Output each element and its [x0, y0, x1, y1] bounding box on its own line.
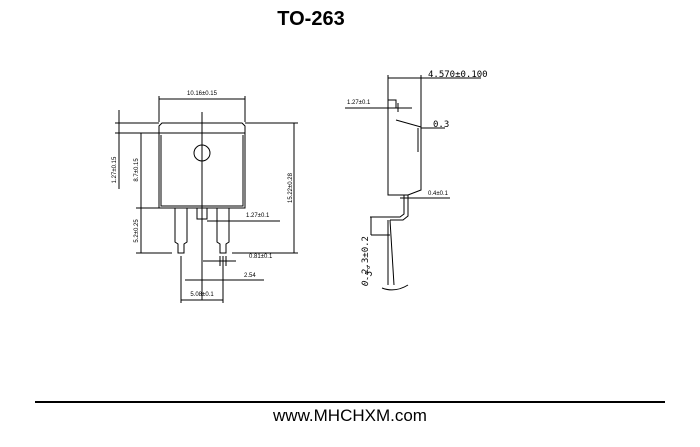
left-lead	[174, 208, 188, 254]
dim-width	[158, 96, 246, 122]
label-total-height: 15.22±0.28	[288, 172, 294, 203]
dim-lead-wide	[207, 215, 280, 224]
dim-pitch	[185, 256, 264, 284]
side-view: 4.570±0.100 1.27±0.1 0.3 0.4±0.1 2.3±0.2…	[345, 70, 488, 291]
label-body-height: 8.7±0.15	[134, 158, 140, 182]
label-lead-width: 0.81±0.1	[249, 254, 273, 260]
label-lead-length: 5.2±0.25	[134, 219, 140, 243]
label-standoff: 2.3±0.2	[361, 236, 371, 274]
center-tab	[196, 207, 208, 220]
label-lead-wide: 1.27±0.1	[246, 213, 270, 219]
footer-website: www.MHCHXM.com	[273, 406, 427, 425]
page-title: TO-263	[277, 8, 345, 30]
label-thickness: 4.570±0.100	[428, 70, 488, 80]
dim-thickness	[387, 75, 481, 127]
side-body	[387, 99, 422, 196]
label-span: 5.08±0.1	[190, 292, 214, 298]
label-tab-thickness: 1.27±0.1	[347, 100, 371, 106]
dim-tab-height	[115, 110, 159, 189]
label-width: 10.16±0.15	[187, 91, 218, 97]
dim-lead-width	[203, 256, 236, 266]
side-lead	[370, 195, 409, 286]
dim-tab-thickness	[345, 103, 412, 112]
dim-span	[180, 256, 224, 303]
label-tab-height: 1.27±0.15	[112, 156, 118, 183]
dim-angle	[381, 284, 409, 291]
front-view: 10.16±0.15 1.27±0.15 8.7±0.15 5.2±0.25 1…	[112, 91, 298, 303]
dim-body-lead	[136, 133, 172, 254]
dim-standoff	[370, 217, 390, 236]
footer-divider	[35, 401, 665, 403]
label-pitch: 2.54	[244, 273, 256, 279]
dim-total-height	[232, 122, 298, 254]
label-offset: 0.3	[433, 120, 449, 130]
right-lead	[216, 208, 230, 254]
label-lead-thickness: 0.4±0.1	[428, 191, 449, 197]
